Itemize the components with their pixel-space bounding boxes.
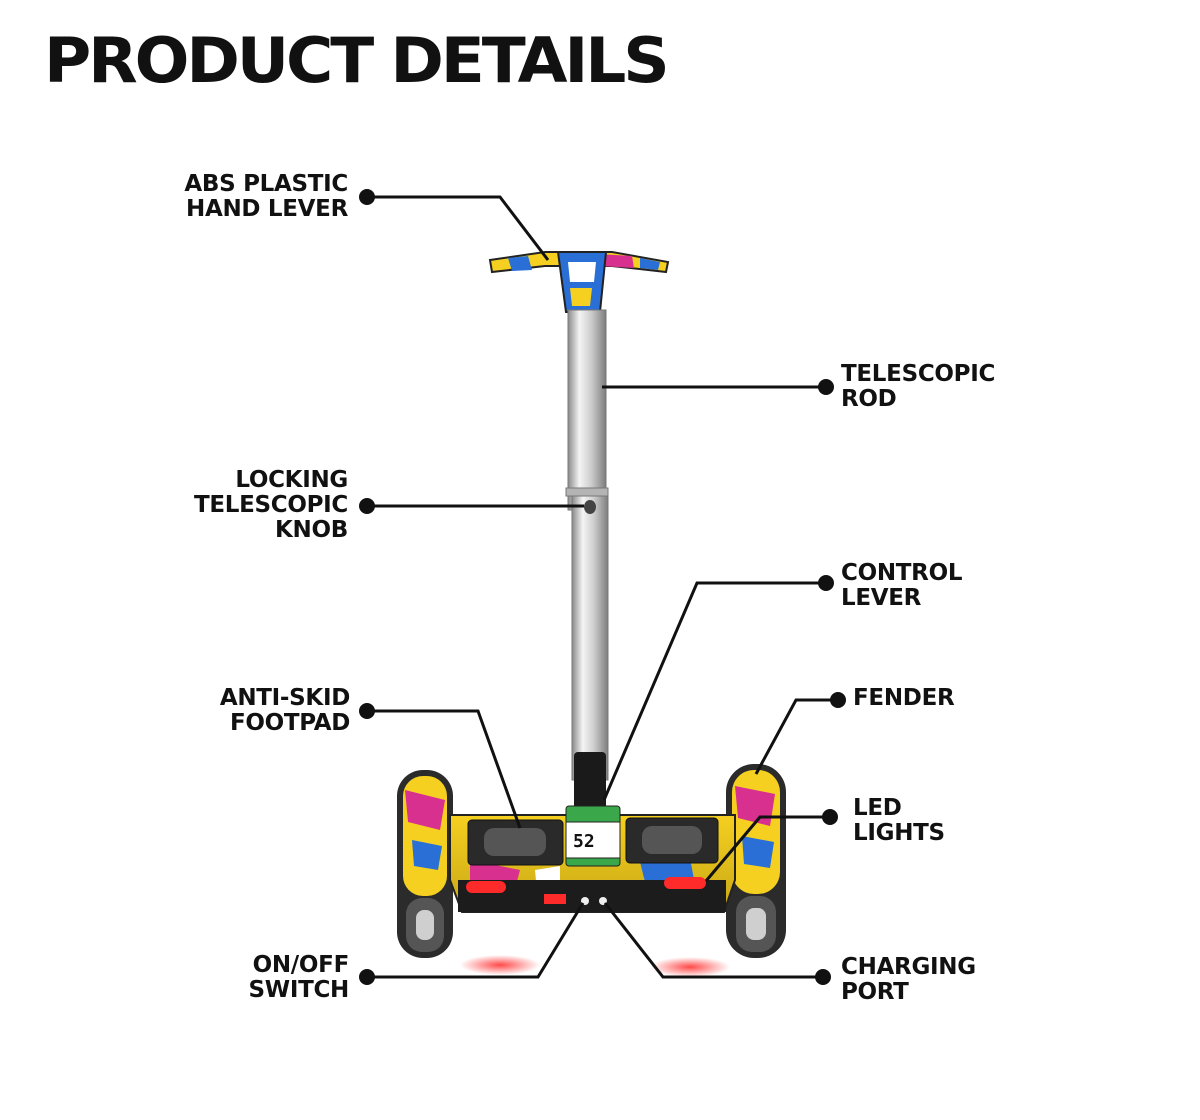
- telescopic-rod: [565, 309, 609, 814]
- label-control-lever: CONTROL LEVER: [841, 560, 963, 611]
- label-line: PORT: [841, 979, 909, 1005]
- label-line: ON/OFF: [252, 952, 350, 978]
- label-line: LEVER: [841, 585, 922, 611]
- left-wheel: [397, 770, 453, 958]
- label-charging-port: CHARGING PORT: [841, 955, 976, 1005]
- label-line: KNOB: [275, 517, 348, 543]
- leader-lines: [367, 195, 838, 979]
- display-panel: [565, 821, 621, 859]
- display-readout: 52: [573, 831, 595, 852]
- label-led-lights: LED LIGHTS: [853, 796, 945, 846]
- label-line: SWITCH: [248, 977, 349, 1003]
- floor-glow-left: [460, 955, 540, 975]
- led-light-right: [664, 877, 706, 889]
- label-line: FOOTPAD: [229, 710, 350, 736]
- hand-lever: [488, 251, 670, 313]
- scooter-body: [449, 805, 736, 913]
- callout-dots: [359, 189, 846, 985]
- label-anti-skid-footpad: ANTI-SKID FOOTPAD: [220, 686, 350, 736]
- label-line: HAND LEVER: [186, 196, 348, 222]
- label-telescopic-rod: TELESCOPIC ROD: [841, 362, 995, 412]
- label-line: LIGHTS: [853, 820, 945, 846]
- label-fender: FENDER: [853, 685, 955, 711]
- floor-glow-right: [650, 957, 730, 977]
- label-on-off-switch: ON/OFF SWITCH: [248, 953, 349, 1003]
- label-line: ROD: [841, 386, 897, 412]
- label-line: CHARGING: [841, 954, 976, 980]
- label-line: ANTI-SKID: [219, 685, 350, 711]
- label-line: LOCKING: [235, 467, 348, 493]
- page-title: PRODUCT DETAILS: [44, 24, 670, 97]
- label-locking-telescopic-knob: LOCKING TELESCOPIC KNOB: [194, 468, 348, 543]
- label-line: TELESCOPIC: [193, 492, 348, 518]
- label-line: FENDER: [853, 685, 955, 711]
- led-light-left: [466, 881, 506, 893]
- label-line: LED: [853, 795, 902, 821]
- label-line: TELESCOPIC: [841, 361, 996, 387]
- label-abs-plastic-hand-lever: ABS PLASTIC HAND LEVER: [184, 172, 348, 222]
- knob-hole: [584, 500, 596, 514]
- label-line: CONTROL: [841, 560, 963, 586]
- right-wheel: [726, 764, 786, 958]
- label-line: ABS PLASTIC: [184, 171, 348, 197]
